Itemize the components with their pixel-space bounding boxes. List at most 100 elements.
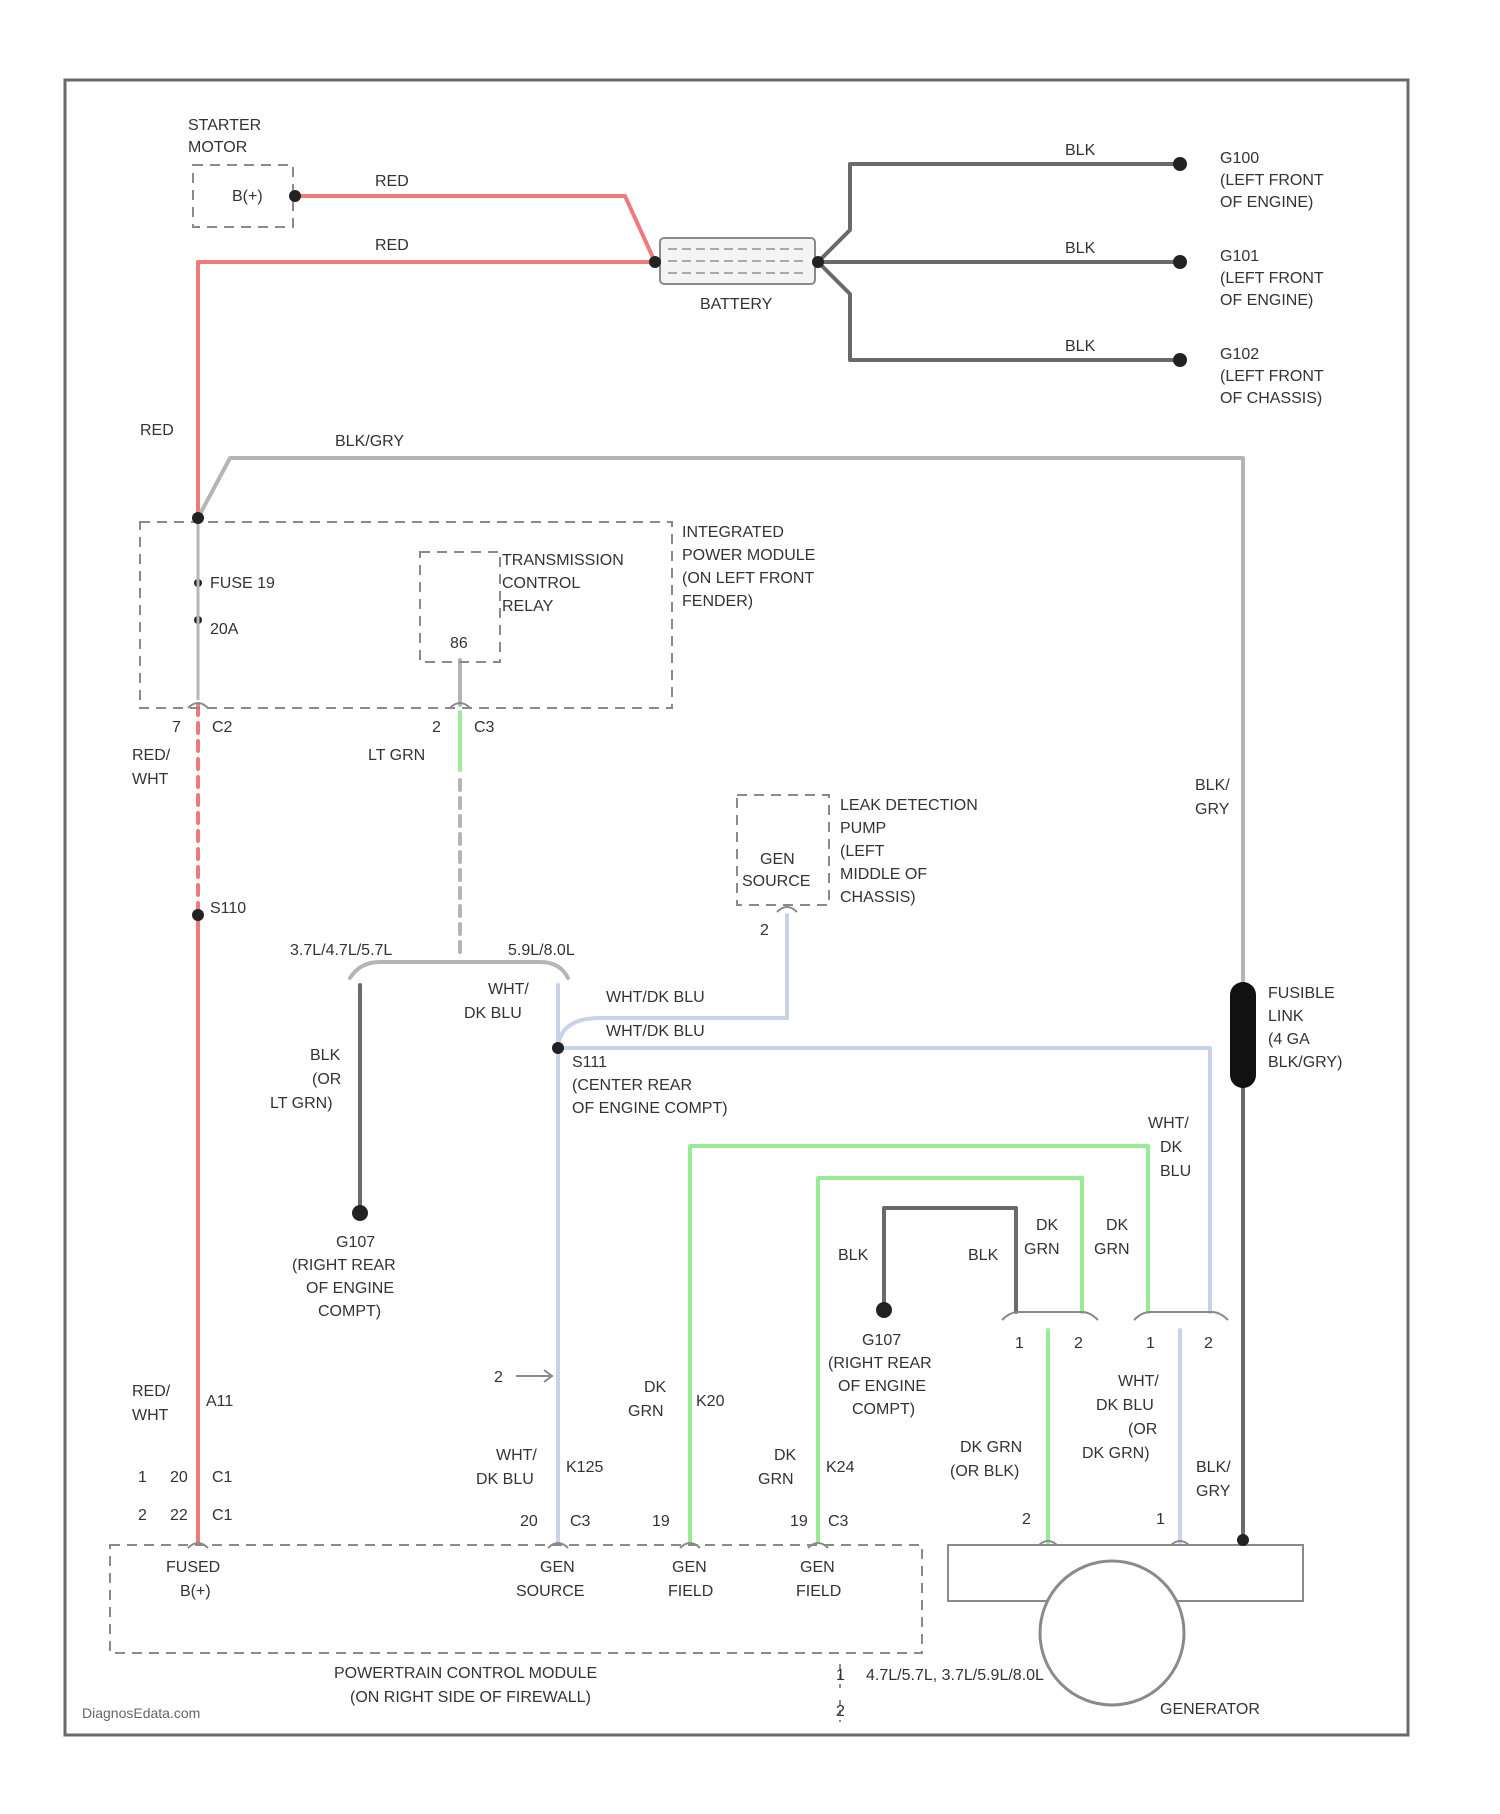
- circuit-a11-label: A11: [206, 1393, 233, 1410]
- wire-variant-bar: [350, 962, 568, 978]
- starter-motor-label-1: STARTER: [188, 117, 261, 134]
- footnote-number-1: 1: [836, 1667, 845, 1684]
- pcm-label-2: (ON RIGHT SIDE OF FIREWALL): [350, 1689, 591, 1706]
- wire-label-wht-dkblu-b: WHT/DK BLU: [606, 1023, 705, 1040]
- wire-label-wht-dk-blu-right-2: DK: [1160, 1139, 1183, 1156]
- pcm-pin-gensource-label-2: SOURCE: [516, 1583, 584, 1600]
- wire-label-blk-2: BLK: [1065, 240, 1096, 257]
- tcr-label-3: RELAY: [502, 598, 554, 615]
- g102-label-3: OF CHASSIS): [1220, 390, 1322, 407]
- gen-connector-right-pin-1: 1: [1146, 1335, 1155, 1352]
- pcm-conn-row-2-c: C1: [212, 1507, 233, 1524]
- ldp-label-2: PUMP: [840, 820, 886, 837]
- engine-variant-left-label: 3.7L/4.7L/5.7L: [290, 942, 392, 959]
- ldp-label-5: CHASSIS): [840, 889, 916, 906]
- wire-blk-battery-g102: [818, 262, 1180, 360]
- ldp-pin-cup: [777, 907, 797, 912]
- ldp-gen-label-2: SOURCE: [742, 873, 810, 890]
- g107-left-label-4: COMPT): [318, 1303, 381, 1320]
- g102-label-2: (LEFT FRONT: [1220, 368, 1324, 385]
- pcm-pin-gensource-connector: C3: [570, 1513, 591, 1530]
- battery: [660, 238, 815, 284]
- pcm-label-1: POWERTRAIN CONTROL MODULE: [334, 1665, 597, 1682]
- wire-label-dk-grn-or-blk-2: (OR BLK): [950, 1463, 1019, 1480]
- wire-label-dk-grn-k20-1: DK: [644, 1379, 667, 1396]
- footnote-number-2: 2: [836, 1703, 845, 1720]
- g107-left-dot: [352, 1205, 368, 1221]
- wire-label-blk-or-ltgrn-1: BLK: [310, 1047, 341, 1064]
- wire-label-wht-dkblu-lower-1: WHT/: [496, 1447, 537, 1464]
- fusible-link: [1230, 982, 1256, 1088]
- gen-connector-left-pin-2: 2: [1074, 1335, 1083, 1352]
- generator-b-dot: [1237, 1534, 1249, 1546]
- wire-label-red-3: RED: [140, 422, 174, 439]
- wire-label-wht-dkblu-or-dkgrn-3: (OR: [1128, 1421, 1157, 1438]
- fusible-link-label-3: (4 GA: [1268, 1031, 1310, 1048]
- pcm-pin-gensource-number: 20: [520, 1513, 538, 1530]
- generator-pin-2-label: 2: [1022, 1511, 1031, 1528]
- ldp-label-3: (LEFT: [840, 843, 885, 860]
- g101-label-2: (LEFT FRONT: [1220, 270, 1324, 287]
- g107-right-label-3: OF ENGINE: [838, 1378, 926, 1395]
- pcm-conn-row-2-a: 2: [138, 1507, 147, 1524]
- s111-dot: [552, 1042, 564, 1054]
- wire-red-battery-ipm: [198, 262, 655, 518]
- wire-label-blk-g107: BLK: [838, 1247, 869, 1264]
- g102-label-1: G102: [1220, 346, 1259, 363]
- tcr-label-2: CONTROL: [502, 575, 580, 592]
- ipm-label-3: (ON LEFT FRONT: [682, 570, 814, 587]
- g107-left-label-2: (RIGHT REAR: [292, 1257, 396, 1274]
- wire-label-red-wht-lower-1: RED/: [132, 1383, 171, 1400]
- pcm-pin-field2-connector: C3: [828, 1513, 849, 1530]
- g107-right-label-2: (RIGHT REAR: [828, 1355, 932, 1372]
- wire-label-wht-dkblu-or-dkgrn-1: WHT/: [1118, 1373, 1159, 1390]
- engine-variant-right-label: 5.9L/8.0L: [508, 942, 575, 959]
- starter-motor-label-2: MOTOR: [188, 139, 247, 156]
- circuit-k125-label: K125: [566, 1459, 603, 1476]
- g107-right-dot: [876, 1302, 892, 1318]
- integrated-power-module-box: [140, 522, 672, 708]
- arrow-note-label: 2: [494, 1369, 503, 1386]
- ldp-pin-label: 2: [760, 922, 769, 939]
- wire-label-blk-3: BLK: [1065, 338, 1096, 355]
- footnote-text: 4.7L/5.7L, 3.7L/5.9L/8.0L: [866, 1667, 1044, 1684]
- wire-label-dk-grn-k24-1: DK: [774, 1447, 797, 1464]
- wire-label-dk-grn-k20-2: GRN: [628, 1403, 664, 1420]
- pcm-pin-gensource-label-1: GEN: [540, 1559, 575, 1576]
- starter-terminal-dot: [289, 190, 301, 202]
- fusible-link-label-2: LINK: [1268, 1008, 1304, 1025]
- wire-label-blkgry-top: BLK/GRY: [335, 433, 404, 450]
- pcm-pin-field2-label-1: GEN: [800, 1559, 835, 1576]
- wire-label-blk-or-ltgrn-3: LT GRN): [270, 1095, 333, 1112]
- g102-dot: [1173, 353, 1187, 367]
- wire-label-wht-dkblu-a: WHT/DK BLU: [606, 989, 705, 1006]
- wire-label-wht-dkblu-or-dkgrn-2: DK BLU: [1096, 1397, 1154, 1414]
- watermark: DiagnosEdata.com: [82, 1705, 200, 1721]
- pcm-pin-fused-label-2: B(+): [180, 1583, 211, 1600]
- wire-label-red-wht-lower-2: WHT: [132, 1407, 169, 1424]
- wire-label-wht-dkblu-upper-2: DK BLU: [464, 1005, 522, 1022]
- g107-left-label-1: G107: [336, 1234, 375, 1251]
- wire-label-wht-dk-blu-right-3: BLU: [1160, 1163, 1191, 1180]
- fuse-label-2: 20A: [210, 621, 239, 638]
- wire-label-wht-dkblu-lower-2: DK BLU: [476, 1471, 534, 1488]
- fuse-label-1: FUSE 19: [210, 575, 275, 592]
- wire-label-red-1: RED: [375, 173, 409, 190]
- gen-connector-left-pin-1: 1: [1015, 1335, 1024, 1352]
- generator-label: GENERATOR: [1160, 1701, 1260, 1718]
- g107-right-label-4: COMPT): [852, 1401, 915, 1418]
- ldp-gen-label-1: GEN: [760, 851, 795, 868]
- ipm-label-1: INTEGRATED: [682, 524, 784, 541]
- wire-label-blk-gry-lower-2: GRY: [1196, 1483, 1231, 1500]
- s111-label-1: S111: [572, 1054, 607, 1071]
- g100-label-2: (LEFT FRONT: [1220, 172, 1324, 189]
- wire-label-dk-grn-or-blk-1: DK GRN: [960, 1439, 1022, 1456]
- arrow-indicator: [516, 1370, 552, 1382]
- g100-dot: [1173, 157, 1187, 171]
- pcm-pin-field2-label-2: FIELD: [796, 1583, 841, 1600]
- wire-label-dk-grn-k24-2: GRN: [758, 1471, 794, 1488]
- g107-right-label-1: G107: [862, 1332, 901, 1349]
- gen-connector-right-pin-2: 2: [1204, 1335, 1213, 1352]
- battery-label: BATTERY: [700, 296, 773, 313]
